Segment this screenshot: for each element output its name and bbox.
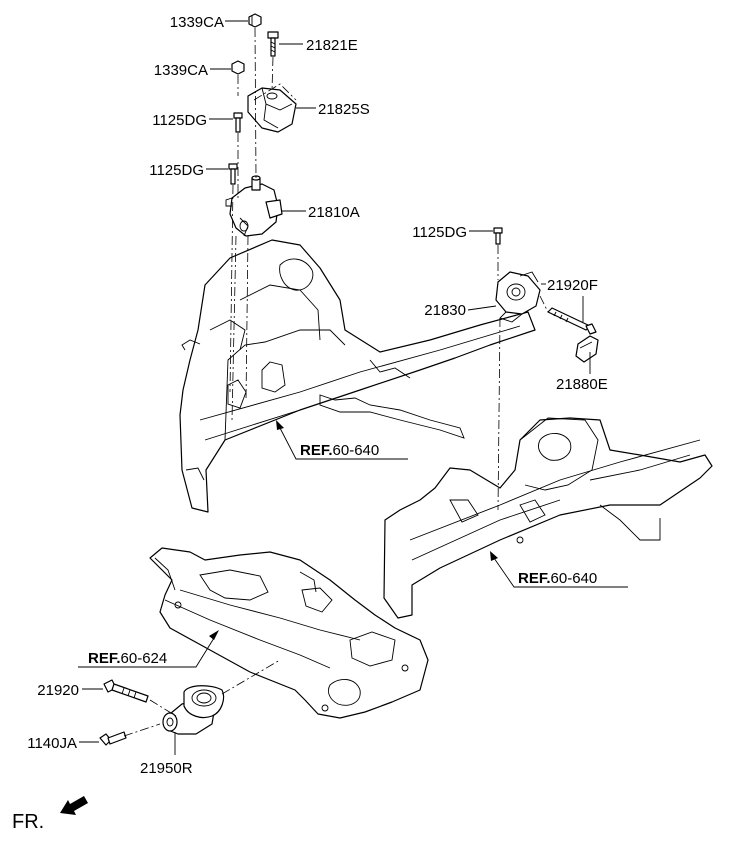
label-21920: 21920 (37, 682, 79, 699)
mount-21810a (225, 175, 283, 237)
alignment-lines (123, 27, 549, 737)
label-21821e: 21821E (306, 37, 358, 54)
bolt-1125dg-3 (493, 227, 503, 245)
part-labels: 1339CA 21821E 1339CA 21825S 1125DG 1125D… (27, 14, 607, 777)
mount-21830 (495, 271, 541, 323)
bracket-21880e (575, 335, 599, 363)
ref-sub-frame[interactable]: REF.60-624 (88, 650, 167, 667)
label-21830: 21830 (424, 302, 466, 319)
reference-labels: REF.60-640 REF.60-640 REF.60-624 (88, 442, 597, 667)
ref-left-side-member[interactable]: REF.60-640 (300, 442, 379, 459)
ref-right-side-member[interactable]: REF.60-640 (518, 570, 597, 587)
ref-code: 60-640 (551, 570, 598, 587)
right-side-member (383, 417, 713, 619)
label-21825s: 21825S (318, 101, 370, 118)
sub-frame (149, 547, 429, 719)
label-1125dg-2: 1125DG (149, 162, 204, 179)
nut-1339ca-top (248, 13, 262, 28)
front-label: FR. (12, 811, 44, 833)
label-1140ja: 1140JA (27, 735, 77, 752)
nut-1339ca-second (231, 60, 245, 75)
bolt-1125dg-2 (228, 163, 238, 185)
label-1339ca-top: 1339CA (170, 14, 224, 31)
ref-prefix: REF. (300, 442, 333, 459)
label-21810a: 21810A (308, 204, 360, 221)
bolt-1140ja (99, 731, 127, 746)
mount-21950r (162, 685, 225, 735)
bolt-21821e (267, 31, 279, 57)
label-1125dg-1: 1125DG (152, 112, 207, 129)
front-direction-indicator: FR. (12, 796, 88, 833)
ref-prefix: REF. (518, 570, 551, 587)
bolt-21920 (103, 679, 149, 703)
bolt-1125dg-1 (233, 112, 243, 133)
label-21950r: 21950R (140, 760, 193, 777)
label-21880e: 21880E (556, 376, 608, 393)
label-1339ca-second: 1339CA (154, 62, 208, 79)
front-direction-arrow-icon (60, 796, 88, 815)
bracket-21825s (247, 87, 297, 133)
ref-prefix: REF. (88, 650, 121, 667)
ref-code: 60-640 (333, 442, 380, 459)
label-21920f: 21920F (547, 277, 598, 294)
bolt-21920f (547, 307, 597, 335)
label-1125dg-3: 1125DG (412, 224, 467, 241)
left-side-member (179, 239, 536, 513)
leader-lines (78, 20, 628, 755)
ref-code: 60-624 (121, 650, 168, 667)
